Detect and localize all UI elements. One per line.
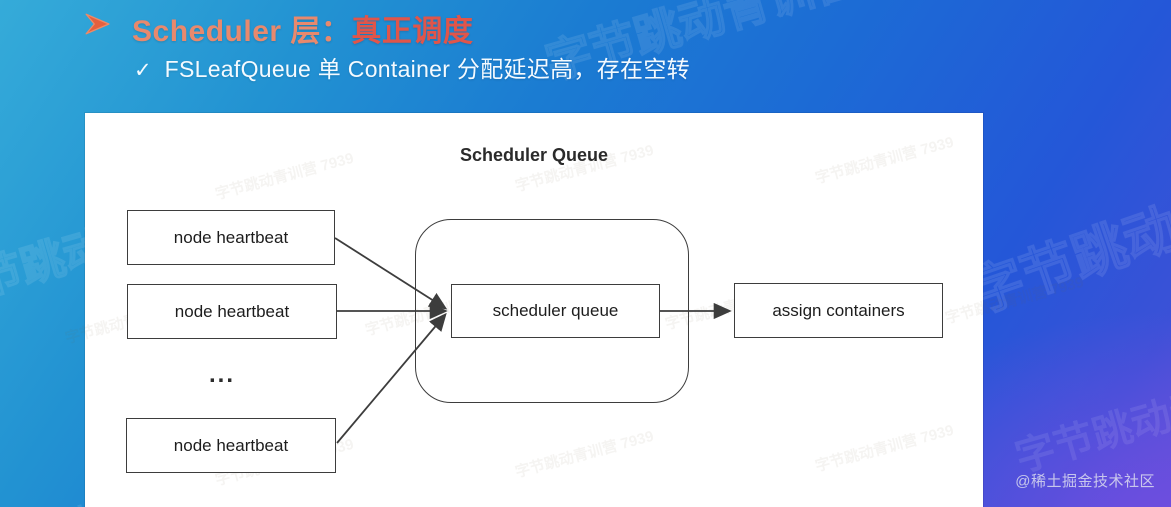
node-heartbeat-box-3: node heartbeat bbox=[126, 418, 336, 473]
node-heartbeat-label: node heartbeat bbox=[173, 435, 289, 455]
node-heartbeat-box-1: node heartbeat bbox=[127, 210, 335, 265]
ellipsis-more-nodes: ... bbox=[208, 361, 235, 388]
title-highlight-text: 真正调度 bbox=[351, 15, 474, 48]
node-heartbeat-label: node heartbeat bbox=[174, 301, 290, 321]
panel-watermark: 字节跳动青训营 7939 bbox=[513, 427, 656, 482]
scheduler-queue-box: scheduler queue bbox=[451, 284, 660, 338]
diagram-panel: 字节跳动青训营 7939 字节跳动青训营 7939 字节跳动青训营 7939 字… bbox=[63, 113, 1086, 507]
slide-title-row: Scheduler 层：真正调度 bbox=[84, 6, 473, 50]
node-heartbeat-label: node heartbeat bbox=[173, 227, 289, 247]
assign-containers-box: assign containers bbox=[734, 283, 943, 338]
node-heartbeat-box-2: node heartbeat bbox=[127, 284, 337, 339]
background-watermark: 字节跳动青训营 bbox=[1010, 361, 1171, 481]
slide-subtitle-row: ✓ FSLeafQueue 单 Container 分配延迟高，存在空转 bbox=[134, 54, 690, 86]
subtitle-text: FSLeafQueue 单 Container 分配延迟高，存在空转 bbox=[164, 56, 690, 82]
page-title: Scheduler 层：真正调度 bbox=[132, 6, 473, 50]
background-watermark: 字节跳动青训营 bbox=[962, 144, 1171, 325]
community-credit-watermark: @稀土掘金技术社区 bbox=[1015, 473, 1155, 490]
panel-watermark: 字节跳动青训营 7939 bbox=[813, 421, 956, 476]
diagram-title: Scheduler Queue bbox=[459, 145, 609, 165]
arrow-bullet-icon bbox=[85, 13, 110, 35]
check-bullet-icon: ✓ bbox=[134, 59, 152, 82]
assign-containers-label: assign containers bbox=[772, 300, 905, 320]
title-primary-text: Scheduler 层： bbox=[132, 15, 352, 48]
panel-watermark: 字节跳动青训营 7939 bbox=[943, 273, 1086, 328]
scheduler-queue-label: scheduler queue bbox=[492, 301, 619, 320]
